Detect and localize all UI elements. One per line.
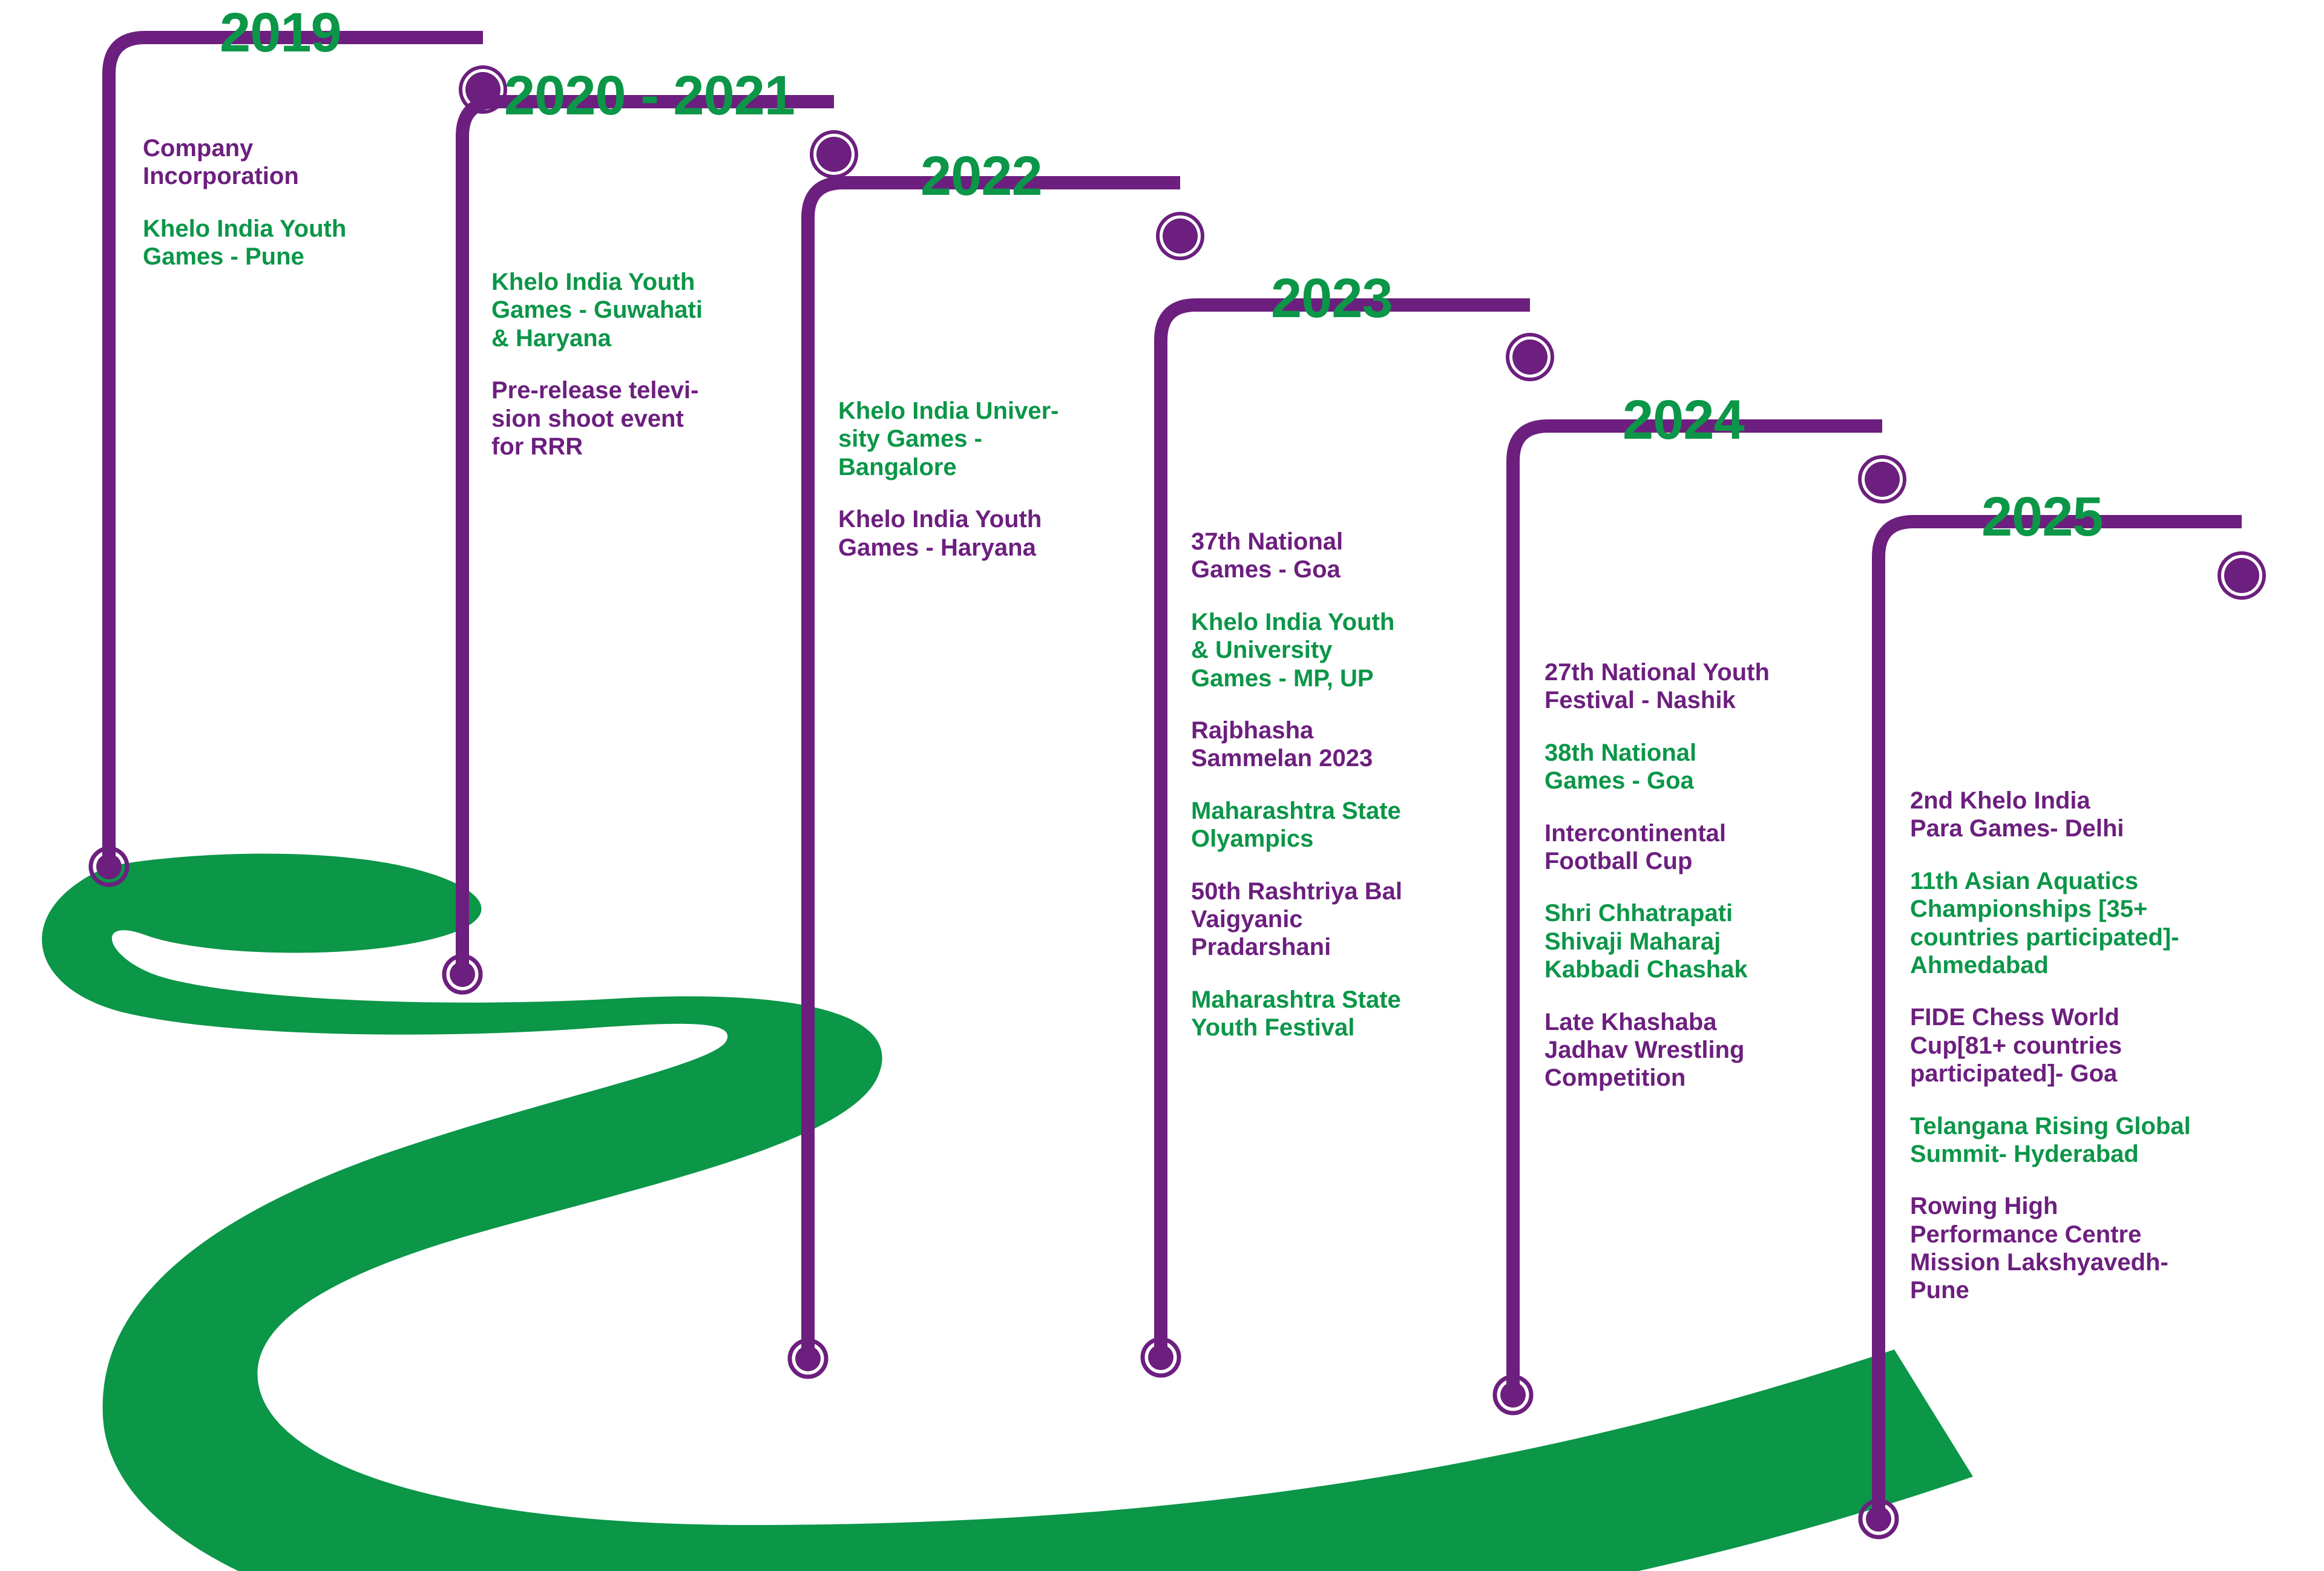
event-item: FIDE Chess World Cup[81+ countries parti…: [1910, 1004, 2122, 1087]
connector-line-2025: [1872, 515, 2242, 1519]
connector-line-2023: [1154, 298, 1530, 1357]
connector-line-2024: [1506, 419, 1882, 1395]
event-item: Telangana Rising Global Summit- Hyderaba…: [1910, 1112, 2191, 1167]
event-item: 37th National Games - Goa: [1191, 528, 1344, 583]
year-label-2020-2021: 2020 - 2021: [504, 65, 795, 126]
event-item: 50th Rashtriya Bal Vaigyanic Pradarshani: [1191, 877, 1403, 961]
event-item: Pre-release televi- sion shoot event for…: [491, 377, 699, 460]
event-item: Khelo India Youth Games - Pune: [143, 215, 347, 271]
node-2023[interactable]: [1506, 333, 1554, 381]
year-label-2023: 2023: [1271, 267, 1393, 329]
event-item: Intercontinental Football Cup: [1544, 819, 1727, 874]
year-label-2019: 2019: [220, 2, 342, 64]
event-item: Late Khashaba Jadhav Wrestling Competiti…: [1544, 1008, 1745, 1092]
green-road-path: [42, 853, 1973, 1571]
connector-line-2020-2021: [456, 95, 834, 974]
event-item: Maharashtra State Youth Festival: [1191, 986, 1401, 1041]
event-item: Company Incorporation: [143, 135, 299, 190]
event-item: Shri Chhatrapati Shivaji Maharaj Kabbadi…: [1544, 900, 1748, 983]
node-2024[interactable]: [1858, 455, 1906, 503]
year-label-2024: 2024: [1623, 389, 1745, 451]
road-node-2023[interactable]: [1140, 1337, 1181, 1378]
event-item: Khelo India Univer- sity Games - Bangalo…: [838, 398, 1059, 480]
event-item: Khelo India Youth Games - Guwahati & Har…: [491, 269, 703, 352]
events-column-2019: Company Incorporation Khelo India Youth …: [143, 134, 427, 295]
events-column-2025: 2nd Khelo India Para Games- Delhi 11th A…: [1910, 787, 2285, 1329]
event-item: Khelo India Youth & University Games - M…: [1191, 608, 1395, 692]
event-item: Khelo India Youth Games - Haryana: [838, 506, 1042, 561]
node-2025[interactable]: [2217, 551, 2266, 600]
events-column-2022: Khelo India Univer- sity Games - Bangalo…: [838, 397, 1141, 586]
event-item: Maharashtra State Olyampics: [1191, 797, 1401, 853]
event-item: Rowing High Performance Centre Mission L…: [1910, 1193, 2168, 1304]
connector-line-2022: [801, 176, 1180, 1359]
road-node-2024[interactable]: [1492, 1374, 1534, 1415]
connector-line-2019: [102, 31, 483, 867]
year-label-2025: 2025: [1981, 486, 2104, 548]
node-2020-2021[interactable]: [810, 130, 858, 179]
event-item: 11th Asian Aquatics Championships [35+ c…: [1910, 867, 2179, 979]
year-label-2022: 2022: [921, 145, 1043, 207]
node-2019[interactable]: [459, 65, 507, 114]
road-node-2019[interactable]: [88, 846, 130, 887]
event-item: 27th National Youth Festival - Nashik: [1544, 659, 1770, 714]
events-column-2020-2021: Khelo India Youth Games - Guwahati & Har…: [491, 268, 788, 485]
road-node-2025[interactable]: [1858, 1498, 1899, 1540]
event-item: Rajbhasha Sammelan 2023: [1191, 717, 1373, 772]
road-node-2020-2021[interactable]: [442, 954, 483, 995]
events-column-2023: 37th National Games - Goa Khelo India Yo…: [1191, 528, 1482, 1066]
event-item: 38th National Games - Goa: [1544, 739, 1697, 795]
road-node-2022[interactable]: [787, 1338, 829, 1379]
node-2022[interactable]: [1156, 212, 1204, 260]
events-column-2024: 27th National Youth Festival - Nashik 38…: [1544, 658, 1847, 1117]
event-item: 2nd Khelo India Para Games- Delhi: [1910, 787, 2124, 842]
